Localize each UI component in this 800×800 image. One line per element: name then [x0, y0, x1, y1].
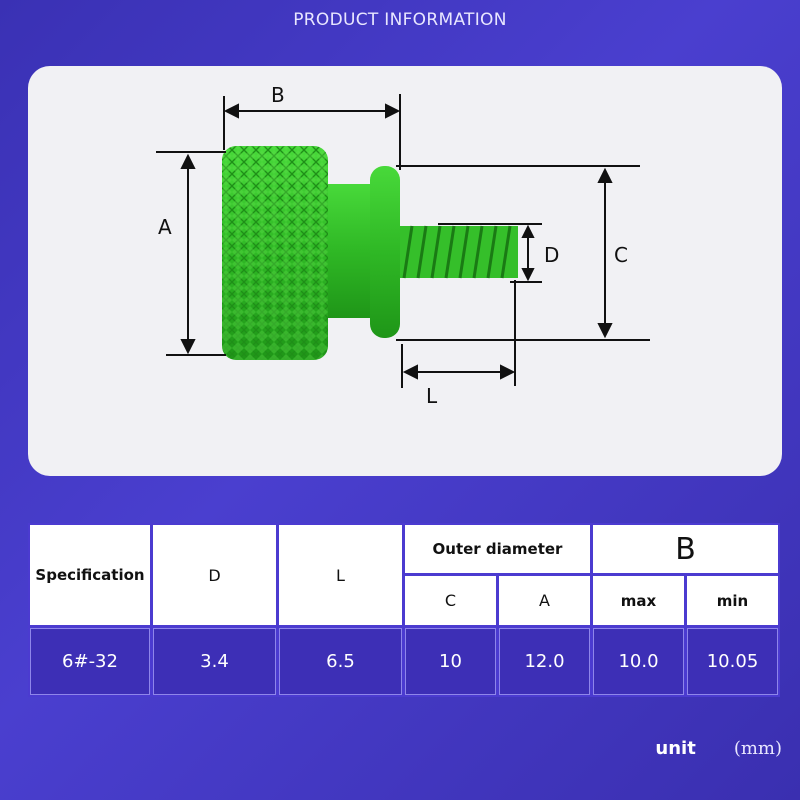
specification-table: Specification D L Outer diameter B C A m…: [28, 523, 780, 697]
header-d: D: [153, 525, 276, 625]
product-diagram: A B C D L: [28, 66, 782, 476]
screw-thread: [400, 225, 518, 279]
header-min: min: [687, 576, 778, 625]
dimension-label-b: B: [271, 83, 285, 107]
unit-label: unit: [655, 738, 696, 759]
value-l: 6.5: [279, 628, 402, 695]
header-b: B: [593, 525, 778, 573]
page-title: PRODUCT INFORMATION: [293, 10, 507, 30]
dimension-label-a: A: [158, 215, 172, 239]
dimension-label-d: D: [544, 243, 559, 267]
value-specification: 6#-32: [30, 628, 150, 695]
value-d: 3.4: [153, 628, 276, 695]
screw-drawing: A B C D L: [156, 83, 650, 408]
knurled-head: [222, 146, 328, 360]
header-specification: Specification: [30, 525, 150, 625]
value-max: 10.0: [593, 628, 684, 695]
screw-flange: [370, 166, 400, 338]
value-a: 12.0: [499, 628, 590, 695]
unit-value: (mm): [733, 738, 782, 759]
value-c: 10: [405, 628, 496, 695]
screw-neck: [320, 184, 376, 318]
header-l: L: [279, 525, 402, 625]
dimension-lines: [156, 94, 650, 388]
header-outer-diameter: Outer diameter: [405, 525, 590, 573]
header-c: C: [405, 576, 496, 625]
dimension-label-l: L: [426, 384, 438, 408]
dimension-label-c: C: [614, 243, 628, 267]
header-a: A: [499, 576, 590, 625]
unit-note: unit (mm): [655, 738, 782, 759]
header-max: max: [593, 576, 684, 625]
value-min: 10.05: [687, 628, 778, 695]
